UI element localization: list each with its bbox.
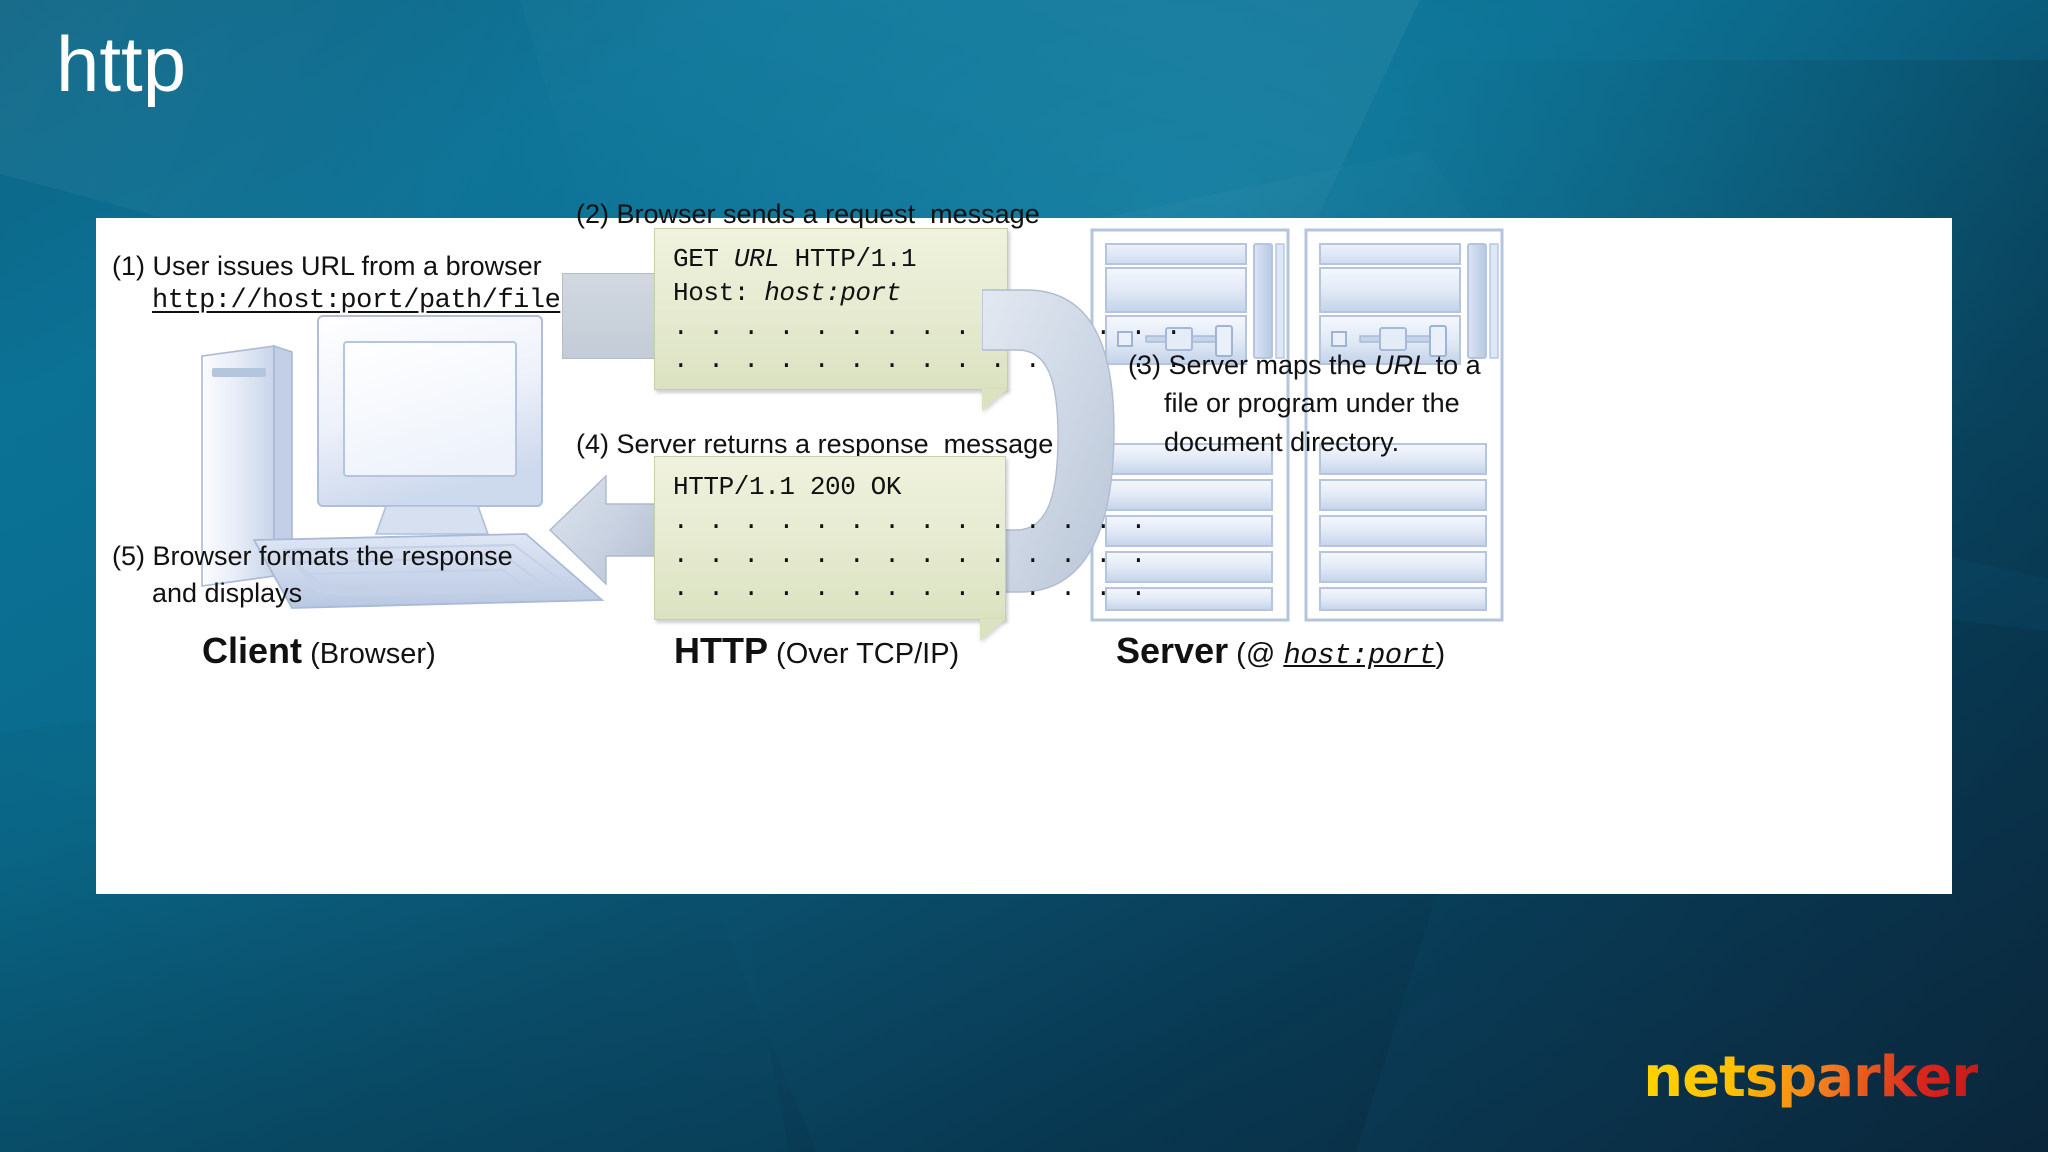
request-message-text: GET URL HTTP/1.1 Host: host:port . . . .…: [655, 229, 1181, 388]
response-dots-3: . . . . . . . . . . . . . .: [673, 573, 1149, 604]
step-3-line-2: file or program under the: [1164, 388, 1460, 419]
request-version: HTTP/1.1: [779, 244, 917, 274]
caption-http: HTTP (Over TCP/IP): [674, 630, 959, 672]
caption-server: Server (@ host:port): [1116, 630, 1445, 672]
server-rack-illustration: [1090, 228, 1504, 622]
request-message-box: GET URL HTTP/1.1 Host: host:port . . . .…: [654, 228, 1181, 390]
step-3-lead: (3) Server maps the: [1128, 350, 1375, 380]
step-4-text: (4) Server returns a response message: [576, 429, 1054, 459]
response-message-box: HTTP/1.1 200 OK . . . . . . . . . . . . …: [654, 456, 1146, 620]
client-computer-illustration: [201, 315, 605, 609]
caption-server-title: Server: [1116, 630, 1229, 671]
step-5-text: (5) Browser formats the response and disp…: [112, 538, 513, 613]
step-1-url: http://host:port/path/file: [152, 286, 561, 316]
response-status-line: HTTP/1.1 200 OK: [673, 472, 902, 502]
caption-http-title: HTTP: [674, 630, 768, 671]
caption-client-title: Client: [202, 630, 303, 671]
request-connector-stub: [562, 273, 660, 359]
step-3-tail: to a: [1428, 350, 1481, 380]
step-3-line-1: (3) Server maps the URL to a: [1128, 346, 1518, 384]
caption-client: Client (Browser): [202, 630, 436, 672]
response-loop-arrow: [982, 289, 1115, 593]
caption-server-host: host:port: [1283, 639, 1436, 672]
step-5-line-2: and displays: [152, 578, 303, 609]
response-dots-2: . . . . . . . . . . . . . .: [673, 539, 1149, 570]
caption-server-sub-open: (@: [1228, 638, 1284, 670]
request-url-token: URL: [733, 244, 780, 274]
request-host-header: Host:: [673, 277, 765, 308]
http-flow-diagram: (1) User issues URL from a browser http:…: [96, 199, 1952, 894]
step-1-text: (1) User issues URL from a browser: [112, 251, 542, 281]
caption-client-sub: (Browser): [302, 638, 436, 670]
response-dots-1: . . . . . . . . . . . . . .: [673, 505, 1149, 536]
response-message-text: HTTP/1.1 200 OK . . . . . . . . . . . . …: [655, 457, 1146, 616]
step-3-line-3: document directory.: [1164, 426, 1400, 457]
step-3-url-token: URL: [1374, 350, 1429, 380]
step-5-line-1: (5) Browser formats the response: [112, 541, 513, 571]
step-2-text: (2) Browser sends a request message: [576, 199, 1040, 229]
request-method: GET: [673, 244, 734, 274]
request-host-value: host:port: [764, 277, 902, 308]
step-3-text: (3) Server maps the URL to a file or prog…: [1128, 346, 1518, 461]
netsparker-logo: netsparker: [1643, 1045, 1979, 1110]
page-title: http: [56, 20, 187, 108]
caption-http-sub: (Over TCP/IP): [768, 638, 960, 670]
caption-server-sub-close: ): [1435, 638, 1446, 670]
